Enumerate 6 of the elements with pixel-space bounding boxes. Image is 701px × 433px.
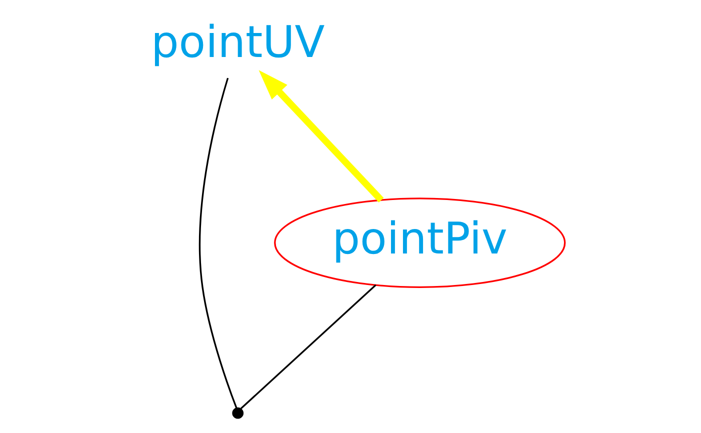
connector (198, 78, 237, 408)
node-text: pointUV (150, 16, 324, 68)
node-ellipse: pointPiv (274, 198, 566, 288)
node-point (232, 407, 244, 419)
connector (240, 284, 376, 410)
arrow (258, 70, 384, 202)
